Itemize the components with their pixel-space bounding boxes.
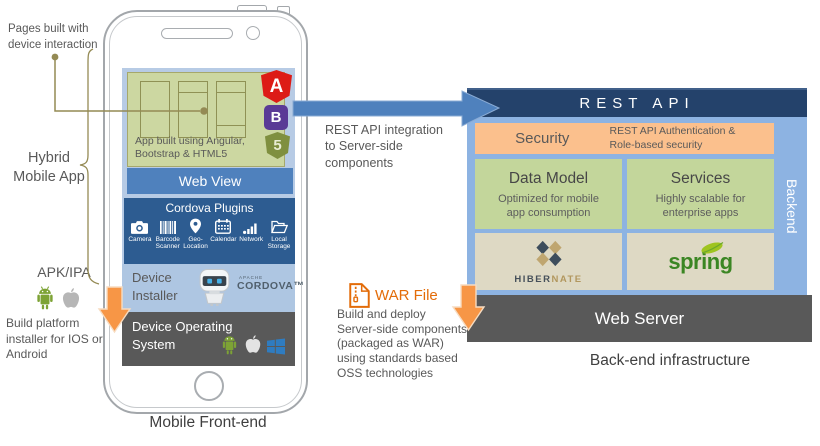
- war-file-note: Build and deploy Server-side components …: [337, 307, 468, 380]
- plugin-calendar: Calendar: [209, 218, 237, 251]
- plugins-row: Camera Barcode Scanner Geo- Location Cal…: [126, 218, 293, 251]
- calendar-icon: [215, 218, 232, 234]
- bootstrap-icon: B: [264, 105, 288, 130]
- wireframe-page-2: [178, 81, 208, 138]
- apk-platform-icons: [34, 286, 81, 315]
- plugin-label: Network: [239, 236, 264, 243]
- back-end-infrastructure-label: Back-end infrastructure: [589, 352, 751, 369]
- apache-label: APACHE: [239, 275, 264, 280]
- apple-icon: [244, 334, 262, 360]
- pages-built-note: Pages built with device interaction: [8, 23, 98, 51]
- plugin-label: Local Storage: [267, 236, 291, 251]
- apk-ipa-label: APK/IPA: [37, 264, 91, 280]
- security-desc: REST API Authentication & Role-based sec…: [609, 124, 736, 151]
- phone-speaker: [161, 28, 233, 39]
- services-title: Services: [670, 170, 731, 187]
- folder-icon: [270, 218, 288, 234]
- mobile-front-end-label: Mobile Front-end: [149, 414, 267, 431]
- rest-integration-note: REST API integration to Server-side comp…: [325, 123, 443, 170]
- apple-icon: [61, 287, 81, 315]
- phone-camera: [246, 26, 260, 40]
- spring-logo: spring: [668, 241, 733, 275]
- plugin-geolocation: Geo- Location: [182, 218, 210, 251]
- os-platform-icons: [220, 334, 285, 360]
- backend-container: Backend Security REST API Authentication…: [467, 117, 807, 295]
- services-desc: Highly scalable for enterprise apps: [655, 193, 746, 220]
- app-built-caption: App built using Angular, Bootstrap & HTM…: [135, 134, 245, 160]
- windows-icon: [267, 338, 285, 360]
- security-label: Security: [515, 130, 570, 147]
- hibernate-word-dark: HIBER: [514, 273, 552, 285]
- device-os-label: Device Operating System: [132, 319, 233, 352]
- hibernate-logo-icon: [531, 239, 567, 273]
- plugin-label: Camera: [128, 236, 152, 243]
- plugin-camera: Camera: [126, 218, 154, 251]
- web-view-bar: Web View: [127, 168, 293, 194]
- plugin-local-storage: Local Storage: [265, 218, 293, 251]
- plugin-label: Calendar: [210, 236, 237, 243]
- cordova-robot-icon: [196, 268, 233, 313]
- plugin-barcode: Barcode Scanner: [154, 218, 182, 251]
- data-model-title: Data Model: [508, 170, 589, 187]
- plugin-label: Geo- Location: [183, 236, 208, 251]
- android-icon: [34, 286, 56, 315]
- signal-bars-icon: [243, 218, 259, 234]
- rest-api-bar: REST API: [467, 88, 807, 119]
- device-installer-panel: Device Installer APACHE CORDOVA™: [122, 264, 304, 313]
- backend-side-label: Backend: [784, 178, 800, 234]
- plugin-network: Network: [237, 218, 265, 251]
- cordova-plugins-panel: Cordova Plugins Camera Barcode Scanner G…: [124, 198, 295, 264]
- security-row: Security REST API Authentication & Role-…: [475, 123, 774, 154]
- war-file-label: WAR File: [375, 287, 438, 304]
- data-model-cell: Data Model Optimized for mobile app cons…: [475, 159, 622, 229]
- android-icon: [220, 334, 239, 360]
- data-model-desc: Optimized for mobile app consumption: [498, 193, 599, 220]
- plugin-label: Barcode Scanner: [155, 236, 180, 251]
- cordova-plugins-title: Cordova Plugins: [165, 201, 254, 215]
- barcode-icon: [159, 218, 176, 234]
- services-cell: Services Highly scalable for enterprise …: [627, 159, 774, 229]
- cordova-label: CORDOVA™: [237, 279, 305, 292]
- map-pin-icon: [190, 218, 202, 234]
- hibernate-word-tan: NATE: [551, 273, 583, 285]
- camera-icon: [131, 218, 149, 234]
- web-server-bar: Web Server: [467, 295, 812, 342]
- phone-home-button: [194, 371, 224, 401]
- hibernate-cell: HIBERNATE: [475, 233, 622, 290]
- spring-cell: spring: [627, 233, 774, 290]
- device-installer-label: Device Installer: [132, 270, 178, 303]
- wireframe-page-1: [140, 81, 170, 138]
- spring-wordmark: spring: [668, 248, 733, 274]
- build-platform-note: Build platform installer for IOS or Andr…: [6, 316, 103, 362]
- device-os-panel: Device Operating System: [122, 312, 295, 366]
- hibernate-wordmark: HIBERNATE: [514, 274, 582, 285]
- wireframe-page-3: [216, 81, 246, 138]
- hybrid-mobile-app-label: Hybrid Mobile App: [13, 150, 85, 185]
- cordova-wordmark: APACHE CORDOVA™: [237, 275, 305, 292]
- spring-leaf-icon: [698, 240, 726, 260]
- war-file-icon: [349, 283, 370, 313]
- app-ui-panel: App built using Angular, Bootstrap & HTM…: [127, 72, 285, 167]
